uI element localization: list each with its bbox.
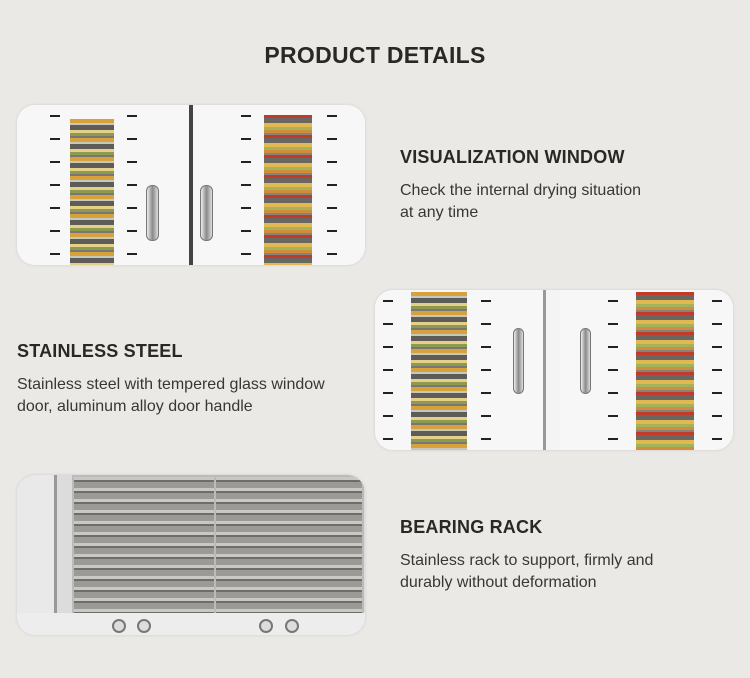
door-handle <box>513 328 524 394</box>
page-title: PRODUCT DETAILS <box>264 42 486 68</box>
stainless-steel-photo <box>375 290 733 450</box>
bearing-rack-photo <box>17 475 365 635</box>
door-handle <box>200 185 213 241</box>
tray-window <box>411 292 467 450</box>
door-handle <box>146 185 159 241</box>
tray-rack <box>72 475 217 615</box>
visualization-window-photo <box>17 105 365 265</box>
feature-heading: STAINLESS STEEL <box>17 341 183 361</box>
door-handle <box>580 328 591 394</box>
knob <box>137 619 151 633</box>
open-door <box>17 475 57 615</box>
right-door <box>193 105 365 265</box>
feature-text: Stainless steel with tempered glass wind… <box>17 376 325 415</box>
tray-rack <box>214 475 364 615</box>
feature-heading: VISUALIZATION WINDOW <box>400 147 625 167</box>
tray-window <box>636 292 694 450</box>
knob <box>112 619 126 633</box>
tray-window <box>70 119 114 265</box>
feature-heading: BEARING RACK <box>400 517 543 537</box>
control-panel <box>17 613 365 635</box>
tray-window <box>264 115 312 265</box>
left-door <box>17 105 189 265</box>
knob <box>259 619 273 633</box>
knob <box>285 619 299 633</box>
